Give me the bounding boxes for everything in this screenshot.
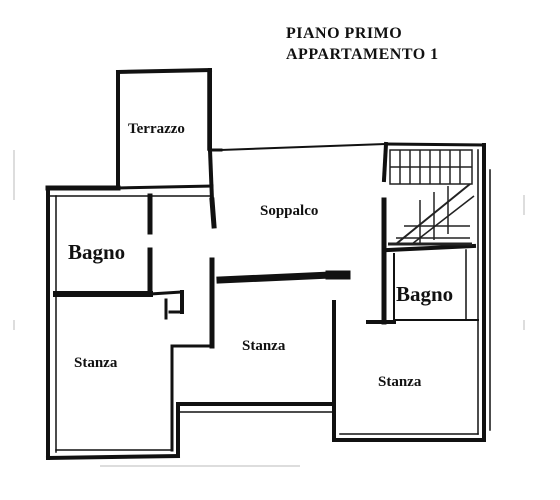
staircase-icon <box>388 149 475 246</box>
room-label-bagno-left: Bagno <box>68 240 126 264</box>
room-label-soppalco: Soppalco <box>260 203 319 219</box>
room-label-stanza-right: Stanza <box>378 374 422 390</box>
plan-title-line-2: APPARTAMENTO 1 <box>286 46 439 63</box>
room-label-bagno-right: Bagno <box>396 282 454 306</box>
plan-title-line-1: PIANO PRIMO <box>286 25 403 42</box>
room-label-terrazzo: Terrazzo <box>128 121 185 137</box>
room-label-stanza-center: Stanza <box>242 338 286 354</box>
room-label-stanza-left: Stanza <box>74 355 118 371</box>
outer-walls <box>45 142 491 461</box>
interior-walls <box>53 141 479 406</box>
faint-background-marks <box>13 150 525 467</box>
terrazzo-walls <box>115 67 223 203</box>
